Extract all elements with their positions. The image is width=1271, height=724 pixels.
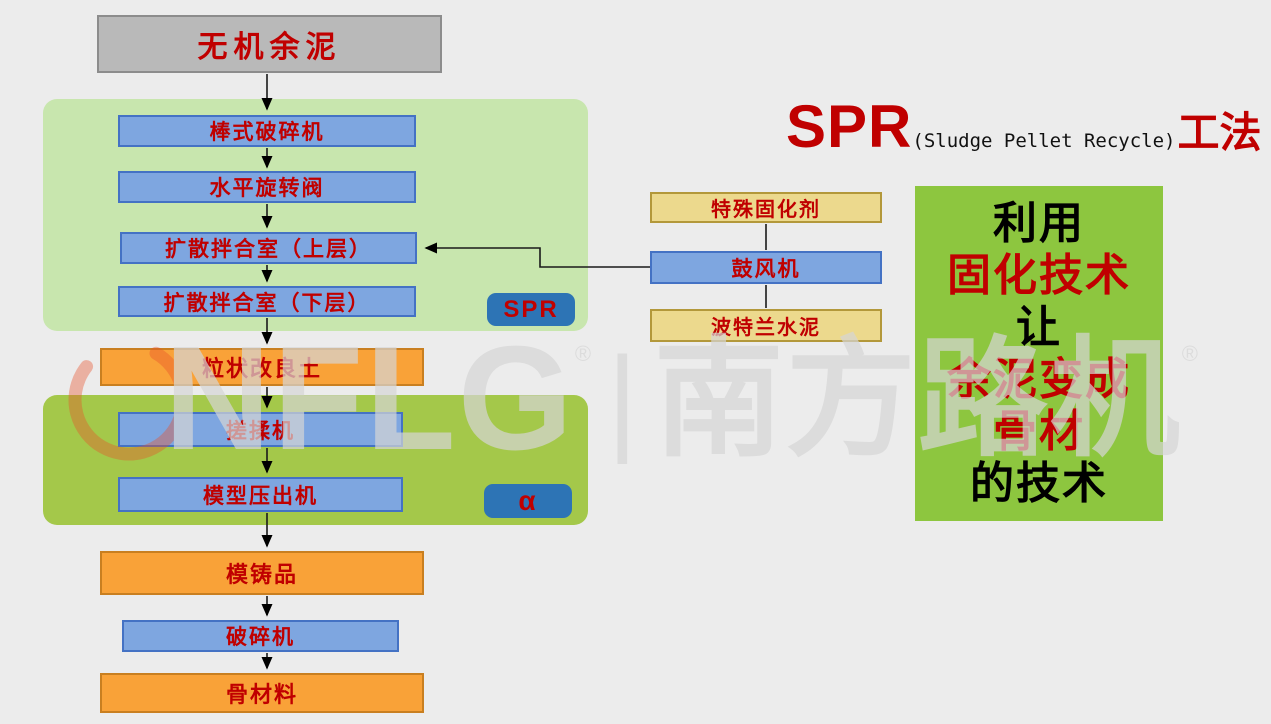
- node-diffusion-mixing-lower: 扩散拌合室（下层）: [118, 286, 416, 317]
- panel-line-1: 利用: [993, 199, 1085, 248]
- node-crusher: 破碎机: [122, 620, 399, 652]
- title-method: 工法: [1177, 109, 1262, 156]
- node-mold-extruder: 模型压出机: [118, 477, 403, 512]
- node-kneading-machine: 搓揉机: [118, 412, 403, 447]
- badge-alpha: α: [484, 484, 572, 518]
- description-panel: 利用 固化技术 让 余泥变成 骨材 的技术: [915, 186, 1163, 521]
- badge-spr: SPR: [487, 293, 575, 326]
- node-diffusion-mixing-upper: 扩散拌合室（上层）: [120, 232, 417, 264]
- node-special-curing-agent: 特殊固化剂: [650, 192, 882, 223]
- node-granular-improved-soil: 粒状改良土: [100, 348, 424, 386]
- node-molded-product: 模铸品: [100, 551, 424, 595]
- node-portland-cement: 波特兰水泥: [650, 309, 882, 342]
- panel-line-4: 余泥变成: [947, 355, 1131, 404]
- panel-line-6: 的技术: [970, 459, 1108, 508]
- title-subtitle: (Sludge Pellet Recycle): [912, 130, 1176, 152]
- page-title: SPR (Sludge Pellet Recycle) 工法: [786, 92, 1262, 161]
- node-horizontal-rotary-valve: 水平旋转阀: [118, 171, 416, 203]
- node-aggregate: 骨材料: [100, 673, 424, 713]
- title-spr: SPR: [786, 93, 913, 160]
- node-inorganic-sludge: 无机余泥: [97, 15, 442, 73]
- panel-line-5: 骨材: [993, 407, 1085, 456]
- node-rod-crusher: 棒式破碎机: [118, 115, 416, 147]
- panel-line-2: 固化技术: [947, 251, 1131, 300]
- node-blower: 鼓风机: [650, 251, 882, 284]
- panel-line-3: 让: [1016, 303, 1062, 352]
